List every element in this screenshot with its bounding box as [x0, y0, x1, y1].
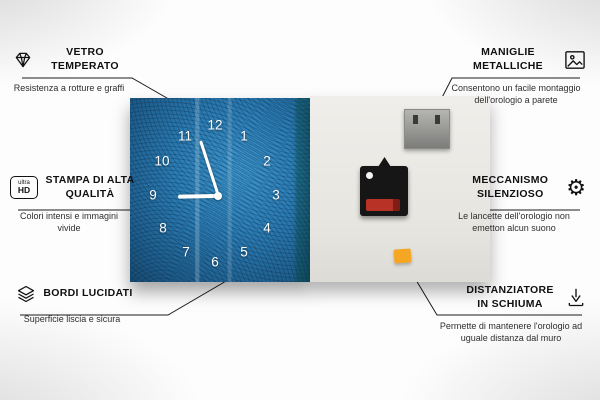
feature-print-quality: ultra HD STAMPA DI ALTA QUALITÀ Colori i…: [8, 174, 138, 235]
polished-edge-icon: [16, 284, 36, 304]
feature-description: Permette di mantenere l'orologio ad ugua…: [439, 321, 583, 344]
feature-title: BORDI LUCIDATI: [43, 287, 133, 300]
clock-number-3: 3: [272, 187, 280, 203]
mechanism-hook: [378, 157, 391, 167]
gear-icon: ⚙: [566, 174, 586, 200]
feature-description: Superficie liscia e sicura: [23, 314, 121, 324]
clock-number-2: 2: [263, 153, 271, 169]
battery: [366, 199, 400, 211]
clock-number-7: 7: [182, 244, 190, 260]
spacer-arrow-icon: [566, 287, 586, 309]
feature-tempered-glass: VETRO TEMPERATO Resistenza a rotture e g…: [10, 46, 134, 94]
feature-description: Colori intensi e immagini vivide: [19, 211, 119, 234]
feature-foam-spacer: DISTANZIATORE IN SCHIUMA Permette di man…: [438, 284, 586, 345]
clock-hour-hand: [177, 194, 219, 199]
feature-title: DISTANZIATORE IN SCHIUMA: [466, 284, 554, 310]
feature-title: MECCANISMO SILENZIOSO: [472, 174, 549, 200]
mechanism-dot: [366, 172, 373, 179]
feature-metal-handles: MANIGLIE METALLICHE Consentono un facile…: [448, 46, 586, 107]
feature-description: Le lancette dell'orologio non emetton al…: [458, 211, 570, 234]
clock-number-1: 1: [240, 128, 248, 144]
clock-back-photo: [310, 96, 490, 282]
diamond-icon: [13, 50, 33, 70]
feature-description: Consentono un facile montaggio dell'orol…: [451, 83, 581, 106]
clock-mechanism: [360, 166, 408, 216]
clock-number-12: 12: [207, 117, 223, 133]
clock-number-5: 5: [240, 244, 248, 260]
clock-number-11: 11: [177, 128, 193, 144]
feature-silent-mechanism: MECCANISMO SILENZIOSO ⚙ Le lancette dell…: [444, 174, 586, 235]
ultra-hd-label-bottom: HD: [17, 185, 31, 196]
feature-title: STAMPA DI ALTA QUALITÀ: [45, 174, 135, 200]
feature-description: Resistenza a rotture e graffi: [13, 83, 125, 94]
clock-number-6: 6: [211, 254, 219, 270]
clock-minute-hand: [198, 140, 220, 197]
ultra-hd-icon: ultra HD: [10, 176, 38, 200]
foam-spacer: [393, 248, 412, 264]
clock-front-photo: 12 1 2 3 4 5 6 7 8 9 10 11: [130, 98, 310, 282]
ultra-hd-label-top: ultra: [18, 180, 30, 187]
feature-title: MANIGLIE METALLICHE: [473, 46, 543, 72]
metal-hanger-plate: [404, 109, 450, 149]
clock-number-9: 9: [149, 187, 157, 203]
clock-number-10: 10: [154, 153, 170, 169]
clock-center-cap: [214, 192, 222, 200]
clock-number-4: 4: [263, 220, 271, 236]
clock-number-8: 8: [159, 220, 167, 236]
feature-polished-edges: BORDI LUCIDATI Superficie liscia e sicur…: [10, 284, 140, 325]
picture-frame-icon: [564, 50, 586, 70]
feature-title: VETRO TEMPERATO: [51, 46, 119, 72]
